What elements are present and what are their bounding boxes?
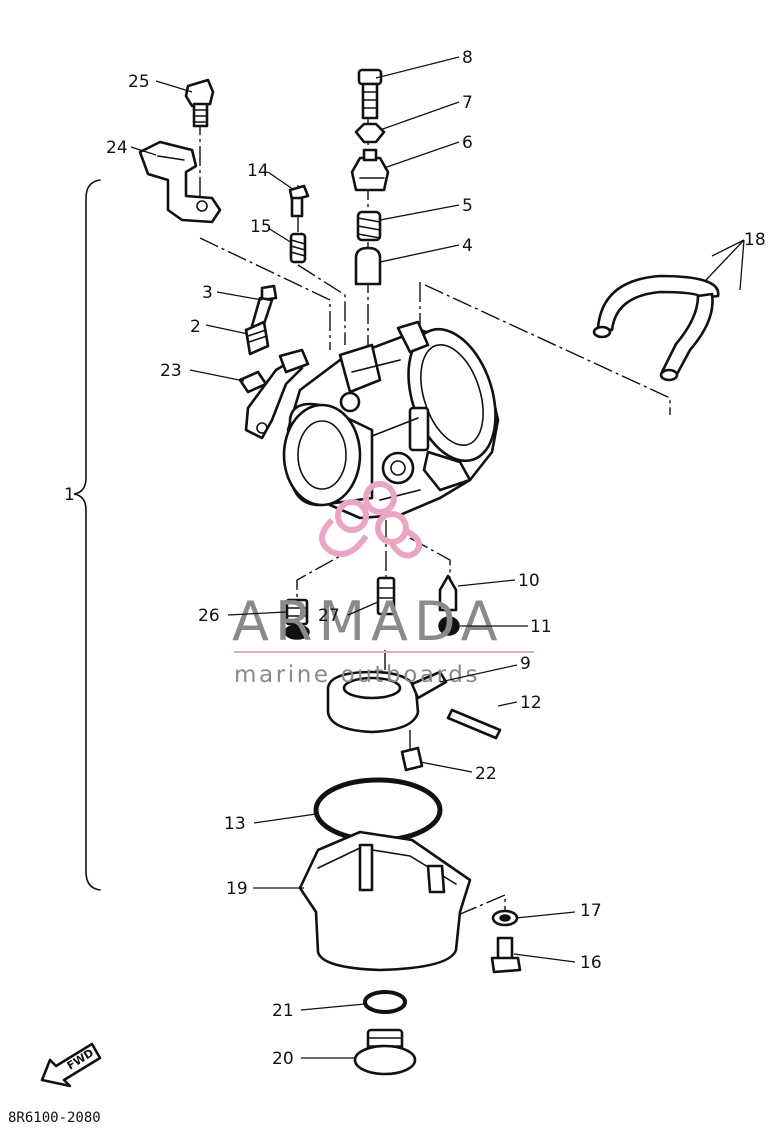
part-18-hose xyxy=(592,274,720,382)
callout-4: 4 xyxy=(462,236,473,256)
callout-22: 22 xyxy=(475,764,497,784)
callout-12: 12 xyxy=(520,693,542,713)
part-4-throttle-valve xyxy=(354,246,382,286)
part-10-needle-valve xyxy=(438,574,458,612)
callout-16: 16 xyxy=(580,953,602,973)
part-11-seat xyxy=(438,616,460,636)
callout-13: 13 xyxy=(224,814,246,834)
callout-1: 1 xyxy=(64,485,75,505)
watermark-brand: ARMADA xyxy=(232,590,504,653)
part-25-screw xyxy=(184,78,215,128)
callout-20: 20 xyxy=(272,1049,294,1069)
callout-15: 15 xyxy=(250,217,272,237)
part-26-jet xyxy=(284,598,310,640)
callout-labels: 1 2 3 4 5 6 7 8 9 10 11 12 13 14 15 16 1… xyxy=(64,48,766,1069)
callout-19: 19 xyxy=(226,879,248,899)
part-8-screw xyxy=(357,68,383,120)
part-20-drain-plug xyxy=(353,1028,417,1076)
part-24-bracket xyxy=(138,140,222,224)
part-17-washer xyxy=(491,909,519,927)
callout-11: 11 xyxy=(530,617,552,637)
callout-6: 6 xyxy=(462,133,473,153)
carburetor-body xyxy=(244,320,500,520)
part-7-nut xyxy=(354,122,386,144)
watermark: ARMADA marine outboards xyxy=(232,481,534,688)
part-16-screw xyxy=(490,936,522,974)
watermark-logo xyxy=(319,481,422,559)
leader-lines xyxy=(130,56,745,1059)
callout-10: 10 xyxy=(518,571,540,591)
part-27-jet xyxy=(376,576,396,616)
callout-9: 9 xyxy=(520,654,531,674)
part-2-spring xyxy=(244,320,270,356)
part-5-spring xyxy=(356,210,382,242)
callout-8: 8 xyxy=(462,48,473,68)
part-3-screw xyxy=(250,284,278,332)
part-12-pin xyxy=(446,708,502,740)
callout-21: 21 xyxy=(272,1001,294,1021)
part-9-float xyxy=(326,670,448,734)
part-21-washer xyxy=(363,990,407,1014)
forward-arrow: FWD xyxy=(40,1042,102,1088)
callout-26: 26 xyxy=(198,606,220,626)
watermark-tagline: marine outboards xyxy=(234,662,480,688)
part-19-float-bowl xyxy=(298,830,472,972)
part-6-cap xyxy=(350,148,390,192)
part-15-spring xyxy=(289,232,307,264)
callout-14: 14 xyxy=(247,161,269,181)
callout-5: 5 xyxy=(462,196,473,216)
part-22-plug xyxy=(400,746,424,772)
callout-2: 2 xyxy=(190,317,201,337)
callout-24: 24 xyxy=(106,138,128,158)
callout-18: 18 xyxy=(744,230,766,250)
diagram-code: 8R6100-2080 xyxy=(8,1110,101,1126)
part-14-screw xyxy=(288,184,310,218)
callout-27: 27 xyxy=(318,606,340,626)
callout-23: 23 xyxy=(160,361,182,381)
callout-25: 25 xyxy=(128,72,150,92)
callout-3: 3 xyxy=(202,283,213,303)
callout-7: 7 xyxy=(462,93,473,113)
callout-17: 17 xyxy=(580,901,602,921)
part-13-gasket xyxy=(313,777,443,843)
assembly-bracket xyxy=(73,179,101,891)
